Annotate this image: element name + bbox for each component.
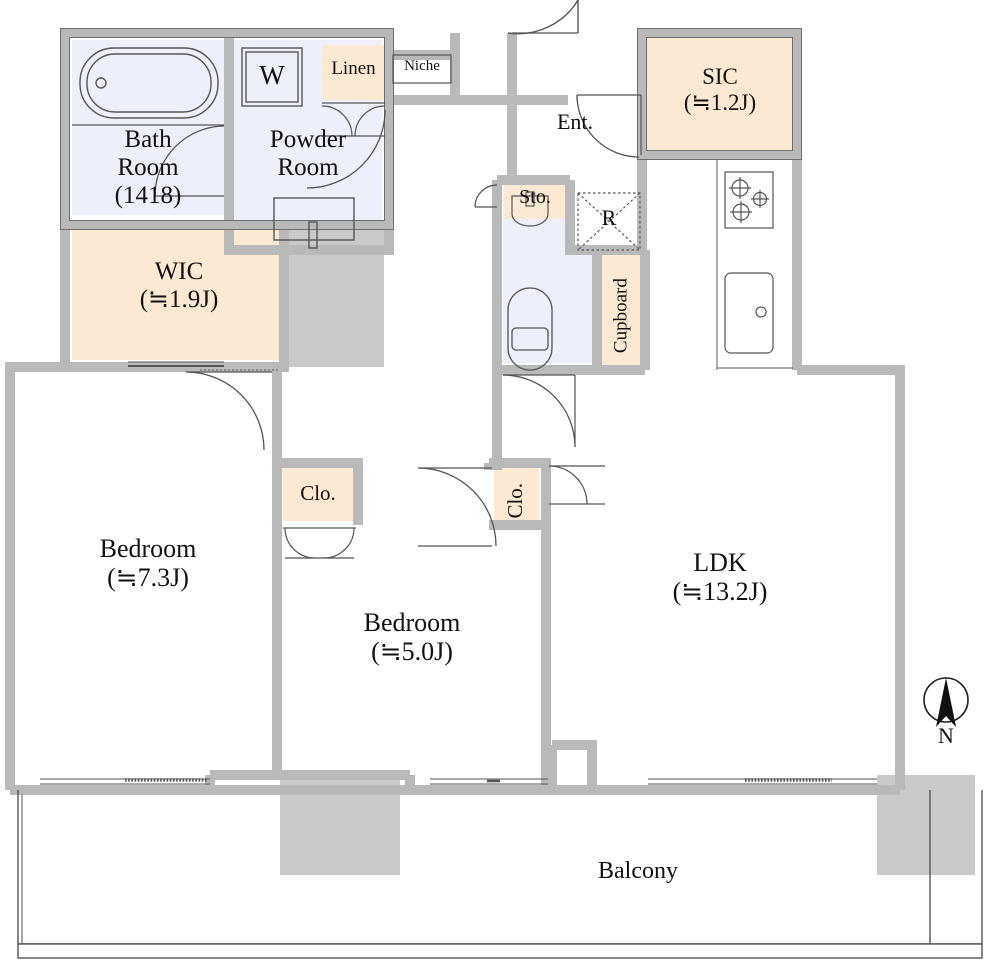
window-group [17,778,983,959]
north-arrow-icon [923,677,969,727]
balcony-outline [17,790,983,945]
linen-label: Linen [331,58,376,79]
bedroom1-door-swing [185,371,265,451]
fixture-group [72,0,793,559]
toilet-room-fill [503,194,597,363]
ldk-label: LDK (≒13.2J) [672,548,768,607]
gas-stove-icon [724,171,774,229]
toilet-door-swing [502,374,576,448]
bath-door-swing [154,125,225,197]
niche-label: Niche [404,58,440,74]
wall-group [5,28,905,795]
vanity-counter [273,197,355,241]
sink-basin-icon [511,195,549,227]
washer-box-outer [241,47,303,107]
entrance-label: Ent. [556,109,594,134]
bathtub-drain [95,77,107,89]
linen-door-swing-a [321,105,353,137]
sto-door-swing [474,184,498,208]
balcony-label: Balcony [598,858,678,884]
bedroom2-door-swing [417,467,497,547]
sto-fill [504,182,566,219]
linen-door-swing-b [354,105,386,137]
cupboard-label: Cupboard [610,278,632,354]
bedroom-2-label: Bedroom (≒5.0J) [363,608,461,667]
bedroom-main-label: Bedroom (≒7.3J) [99,534,197,593]
entry-door-swing [507,0,579,35]
bathtub-outer [79,47,219,119]
closet-1-label: Clo. [300,481,336,505]
washer-label: W [259,60,285,90]
closet-1-fill [283,468,353,521]
sic-fill [647,38,792,150]
powder-door-swing [306,109,386,189]
closet2-door-swing [548,465,588,505]
closet-2-fill [494,468,539,523]
powder-room-label: Powder Room [269,126,347,181]
kitchen-sink-icon [724,272,774,354]
north-label: N [938,723,954,748]
closet1-door-swing-b [323,527,355,559]
ent-inner-door-swing [576,94,640,158]
linen-fill [322,45,385,100]
bathtub-inner [86,53,212,113]
niche-box [392,54,452,84]
sto-label: Sto. [519,186,551,208]
bath-room-label: Bath Room (1418) [114,126,182,209]
wall-outline-group [60,28,802,230]
closet1-door-swing-a [284,527,316,559]
refrigerator-space-icon [577,192,641,251]
toilet-icon [507,287,553,371]
sic-label: SIC (≒1.2J) [683,64,757,115]
wic-label: WIC (≒1.9J) [139,258,219,313]
refrigerator-label: R [601,205,617,230]
washer-box-inner [245,51,299,103]
vanity-faucet [308,221,318,249]
bath-room-fill [72,40,224,215]
cupboard-fill [601,253,641,366]
closet-2-label: Clo. [503,482,528,519]
